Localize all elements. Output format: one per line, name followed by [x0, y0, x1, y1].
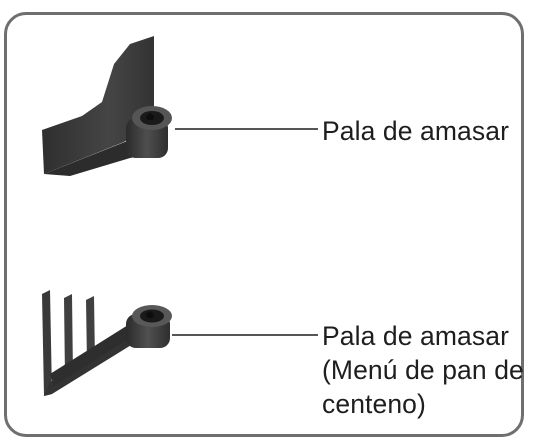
kneading-blade-icon: [30, 36, 190, 176]
callout-line-2: [172, 334, 318, 336]
label-line: (Menú de pan de: [322, 355, 524, 385]
item-label-rye-kneading-blade: Pala de amasar (Menú de pan de centeno): [322, 319, 524, 421]
label-line: centeno): [322, 389, 426, 419]
label-line: Pala de amasar: [322, 116, 510, 146]
label-line: Pala de amasar: [322, 321, 510, 351]
rye-kneading-blade-icon: [36, 286, 186, 396]
callout-line-1: [175, 128, 318, 130]
item-label-kneading-blade: Pala de amasar: [322, 114, 509, 148]
